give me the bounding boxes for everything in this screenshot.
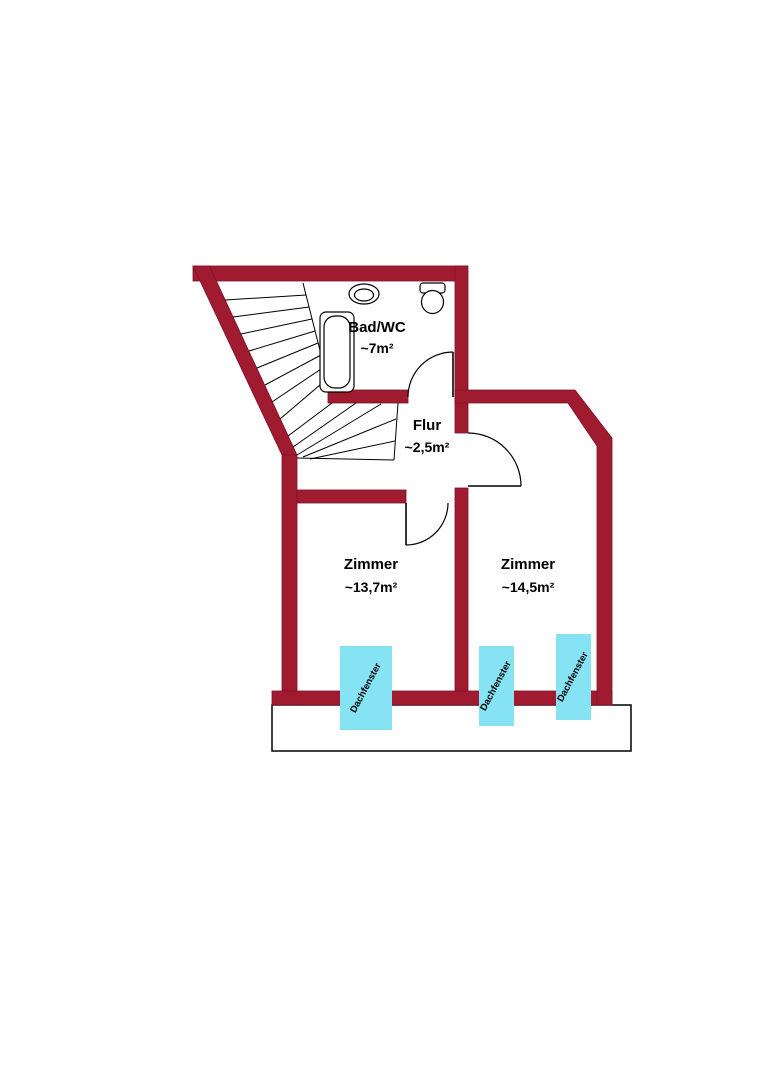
- wall-left: [281, 454, 298, 706]
- roof-window-right: [556, 634, 591, 720]
- wall-top: [192, 265, 468, 282]
- roof-window-left: [340, 646, 392, 730]
- bathtub-inner-icon: [323, 315, 351, 389]
- wall-flur-bottom: [296, 489, 407, 504]
- room-labels: Bad/WC ~7m² Flur ~2,5m² Zimmer ~13,7m² Z…: [344, 319, 555, 595]
- wall-divider-lower: [454, 487, 469, 692]
- doors: [405, 351, 522, 546]
- bath-fixtures: [319, 282, 446, 393]
- stair-step-line: [256, 342, 319, 369]
- room-name-zimmer-left: Zimmer: [344, 556, 398, 573]
- stair-step-line: [248, 330, 316, 352]
- toilet-bowl-icon: [420, 289, 445, 315]
- room-area-zimmer-right: ~14,5m²: [502, 579, 555, 595]
- stair-winder-line: [292, 402, 357, 448]
- room-name-zimmer-right: Zimmer: [501, 556, 555, 573]
- stair-winder-line: [309, 440, 396, 460]
- room-name-flur: Flur: [413, 417, 441, 434]
- room-area-zimmer-left: ~13,7m²: [345, 579, 398, 595]
- sink-basin-icon: [353, 288, 375, 302]
- stair-step-line: [264, 354, 322, 386]
- door-arc-zimmer-right: [467, 432, 522, 487]
- stair-edge-winder-right: [393, 402, 399, 461]
- room-area-badwc: ~7m²: [360, 340, 393, 356]
- stair-step-line: [279, 378, 328, 420]
- roof-windows: Dachfenster Dachfenster Dachfenster: [340, 634, 591, 730]
- stair-step-line: [224, 294, 307, 301]
- room-name-badwc: Bad/WC: [348, 319, 406, 336]
- wall-right: [454, 389, 613, 706]
- stair-step-line: [240, 318, 313, 335]
- stair-winder-line: [296, 403, 382, 456]
- wall-diagonal: [192, 265, 298, 456]
- stair-winder-line: [287, 402, 333, 437]
- door-arc-zimmer-left: [405, 502, 449, 546]
- roof-window-middle: [479, 646, 514, 726]
- stair-step-line: [232, 306, 310, 318]
- room-area-flur: ~2,5m²: [405, 439, 450, 455]
- door-arc-badwc: [407, 351, 454, 398]
- stair-winder-line: [302, 418, 397, 458]
- wall-divider-upper: [454, 265, 469, 434]
- stair-step-line: [271, 366, 325, 403]
